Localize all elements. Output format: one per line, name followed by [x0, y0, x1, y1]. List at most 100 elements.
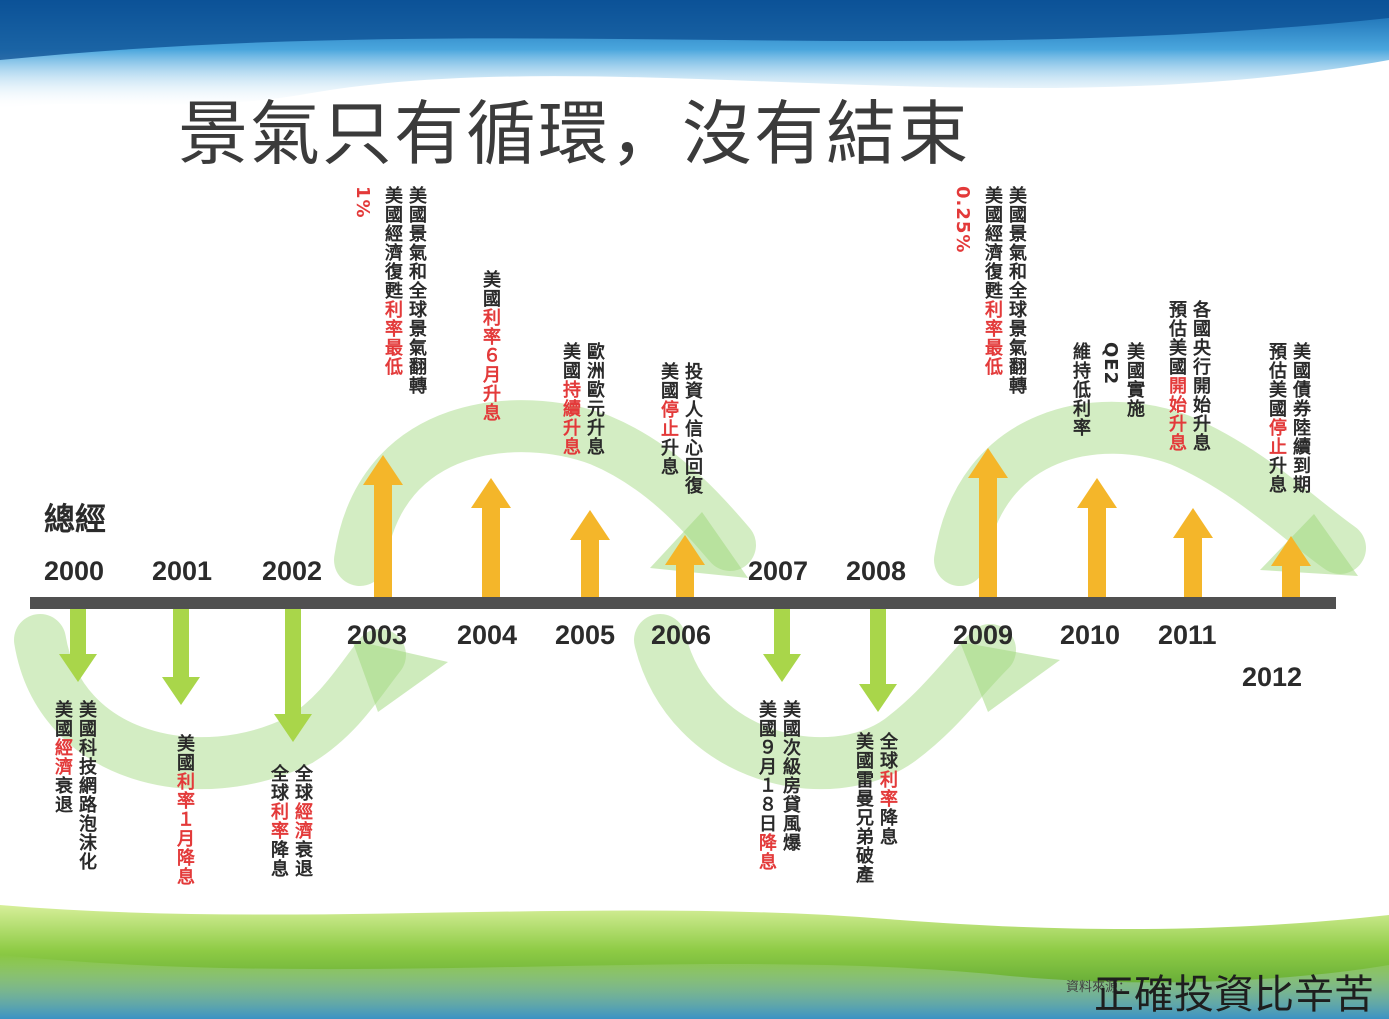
- cycle-arc-1: [14, 614, 406, 790]
- event-2005: 歐洲歐元升息美國持續升息: [552, 342, 606, 456]
- down-arrow-shaft-2: [173, 609, 189, 681]
- event-line: 美國雷曼兄弟破產: [851, 732, 875, 884]
- event-text: 美國債券陸續到期: [1290, 342, 1311, 494]
- year-2003: 2003: [347, 620, 408, 650]
- down-arrow-head-3: [274, 714, 312, 742]
- event-2004: 美國利率６月升息: [478, 270, 502, 422]
- event-text: 美國景氣和全球景氣翻轉: [406, 186, 427, 395]
- event-text: 全球: [268, 764, 289, 802]
- event-line: 美國９月１８日降息: [754, 700, 778, 871]
- cycle-arc-3: [634, 614, 1016, 790]
- event-text-highlight: 利率１月降息: [174, 772, 195, 886]
- down-arrow-shaft-3: [285, 609, 301, 718]
- event-text: 美國景氣和全球景氣翻轉: [1006, 186, 1027, 395]
- down-arrow-head-2: [162, 677, 200, 705]
- event-text: QE2: [1100, 342, 1121, 386]
- source-note: 資料來源：: [1066, 980, 1132, 995]
- event-text: 全球: [877, 732, 898, 770]
- cycle-arc-2: [334, 400, 756, 586]
- up-arrow-head-6: [1077, 478, 1117, 508]
- event-text: 預估美國: [1266, 342, 1287, 418]
- event-line: 美國經濟衰退: [50, 700, 74, 871]
- event-text: 衰退: [52, 776, 73, 814]
- event-text-highlight: 1%: [352, 186, 373, 219]
- year-2004: 2004: [457, 620, 518, 650]
- event-text: 美國實施: [1124, 342, 1145, 418]
- event-text-highlight: 利率: [877, 770, 898, 808]
- event-line: 美國科技網路泡沫化: [74, 700, 98, 871]
- event-text: 美國９月１８日: [756, 700, 777, 833]
- year-2010: 2010: [1060, 620, 1121, 650]
- event-text: 投資人信心回復: [682, 362, 703, 495]
- down-arrow-shaft-5: [870, 609, 886, 688]
- back-button[interactable]: ❮: [1234, 82, 1302, 150]
- up-arrow-shaft-2: [482, 504, 500, 597]
- event-2000: 美國科技網路泡沫化美國經濟衰退: [44, 700, 98, 871]
- event-line: 0.25%: [950, 186, 974, 395]
- year-2006: 2006: [651, 620, 712, 650]
- event-text: 美國: [658, 362, 679, 400]
- up-arrow-head-8: [1271, 536, 1311, 566]
- up-arrow-shaft-4: [676, 561, 694, 597]
- down-arrow-head-1: [59, 654, 97, 682]
- year-2000: 2000: [44, 556, 105, 586]
- up-arrow-shaft-7: [1184, 534, 1202, 597]
- year-2007: 2007: [748, 556, 809, 586]
- year-2012: 2012: [1242, 662, 1303, 692]
- event-line: 美國利率１月降息: [172, 734, 196, 886]
- event-2006: 投資人信心回復美國停止升息: [650, 362, 704, 495]
- event-line: 全球經濟衰退: [290, 764, 314, 878]
- event-text-highlight: 停止: [1266, 418, 1287, 456]
- event-line: 美國經濟復甦利率最低: [380, 186, 404, 395]
- event-text: 降息: [268, 840, 289, 878]
- up-arrow-shaft-6: [1088, 504, 1106, 597]
- up-arrow-head-2: [471, 478, 511, 508]
- year-2011: 2011: [1158, 620, 1217, 650]
- event-text-highlight: 開始升息: [1166, 376, 1187, 452]
- event-line: 美國次級房貸風爆: [778, 700, 802, 871]
- event-line: 全球利率降息: [266, 764, 290, 878]
- event-line: 美國景氣和全球景氣翻轉: [1004, 186, 1028, 395]
- event-line: 美國經濟復甦利率最低: [980, 186, 1004, 395]
- event-line: 預估美國開始升息: [1164, 300, 1188, 452]
- year-2009: 2009: [953, 620, 1014, 650]
- event-line: 各國央行開始升息: [1188, 300, 1212, 452]
- event-text: 各國央行開始升息: [1190, 300, 1211, 452]
- up-arrow-head-7: [1173, 508, 1213, 538]
- event-text-highlight: 利率最低: [982, 300, 1003, 376]
- event-text: 衰退: [292, 840, 313, 878]
- event-text-highlight: 降息: [756, 833, 777, 871]
- event-2002: 全球經濟衰退全球利率降息: [260, 764, 314, 878]
- up-arrow-head-3: [570, 510, 610, 540]
- event-line: 全球利率降息: [875, 732, 899, 884]
- down-arrow-shaft-4: [774, 609, 790, 658]
- event-text-highlight: 經濟: [52, 738, 73, 776]
- up-arrow-shaft-5: [979, 474, 997, 597]
- event-text: 美國: [174, 734, 195, 772]
- event-line: 維持低利率: [1068, 342, 1092, 437]
- event-text-highlight: 利率: [268, 802, 289, 840]
- event-text: 降息: [877, 808, 898, 846]
- event-text: 美國雷曼兄弟破產: [853, 732, 874, 884]
- event-2012: 美國債券陸續到期預估美國停止升息: [1258, 342, 1312, 494]
- page-title: 景氣只有循環，沒有結束: [178, 93, 970, 175]
- down-arrow-shaft-1: [70, 609, 86, 658]
- event-line: 美國利率６月升息: [478, 270, 502, 422]
- cycle-arrowhead-3: [960, 642, 1060, 712]
- event-line: 歐洲歐元升息: [582, 342, 606, 456]
- event-text: 維持低利率: [1070, 342, 1091, 437]
- event-text: 美國經濟復甦: [982, 186, 1003, 300]
- top-dark-wave: [0, 0, 1389, 60]
- up-arrow-shaft-1: [374, 481, 392, 597]
- event-2008: 全球利率降息美國雷曼兄弟破產: [845, 732, 899, 884]
- event-line: 1%: [350, 186, 374, 395]
- event-text-highlight: 利率最低: [382, 300, 403, 376]
- event-line: 美國實施: [1122, 342, 1146, 437]
- event-2003: 美國景氣和全球景氣翻轉美國經濟復甦利率最低 1%: [344, 186, 428, 395]
- event-text: 升息: [658, 438, 679, 476]
- event-text: 預估美國: [1166, 300, 1187, 376]
